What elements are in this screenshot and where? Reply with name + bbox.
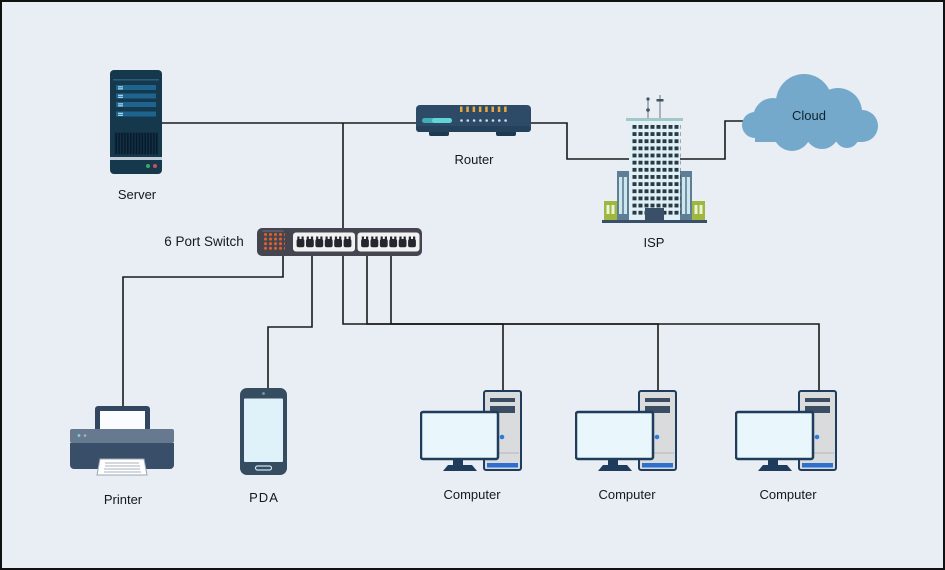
router-node[interactable] bbox=[416, 101, 531, 137]
router-label: Router bbox=[454, 152, 494, 167]
edge-switch-pda bbox=[267, 255, 313, 389]
computer3-label: Computer bbox=[759, 487, 817, 502]
router-icon bbox=[416, 105, 531, 136]
cloud-node[interactable] bbox=[742, 68, 880, 160]
cloud-label: Cloud bbox=[792, 108, 826, 123]
switch-icon bbox=[257, 228, 422, 256]
computer-icon bbox=[420, 390, 522, 471]
computer1-node[interactable] bbox=[420, 390, 522, 474]
computer-icon bbox=[575, 390, 677, 471]
edge-switch-computer3 bbox=[390, 255, 820, 393]
switch-label: 6 Port Switch bbox=[164, 234, 244, 249]
server-label: Server bbox=[117, 187, 157, 202]
printer-node[interactable] bbox=[70, 402, 174, 480]
isp-building-icon bbox=[602, 95, 707, 223]
computer-icon bbox=[735, 390, 837, 471]
isp-node[interactable] bbox=[602, 90, 707, 224]
computer2-node[interactable] bbox=[575, 390, 677, 474]
pda-icon bbox=[240, 388, 287, 475]
server-node[interactable] bbox=[110, 70, 162, 174]
printer-label: Printer bbox=[103, 492, 143, 507]
computer3-node[interactable] bbox=[735, 390, 837, 474]
server-icon bbox=[110, 70, 162, 174]
edge-switch-printer bbox=[122, 255, 284, 408]
printer-icon bbox=[70, 406, 174, 476]
pda-label: PDA bbox=[249, 490, 279, 505]
computer1-label: Computer bbox=[443, 487, 501, 502]
computer2-label: Computer bbox=[598, 487, 656, 502]
edge-router-isp bbox=[531, 122, 631, 160]
switch-node[interactable] bbox=[257, 228, 422, 256]
edge-isp-cloud bbox=[680, 120, 744, 160]
isp-label: ISP bbox=[643, 235, 665, 250]
pda-node[interactable] bbox=[240, 388, 287, 475]
cloud-icon bbox=[742, 74, 878, 151]
